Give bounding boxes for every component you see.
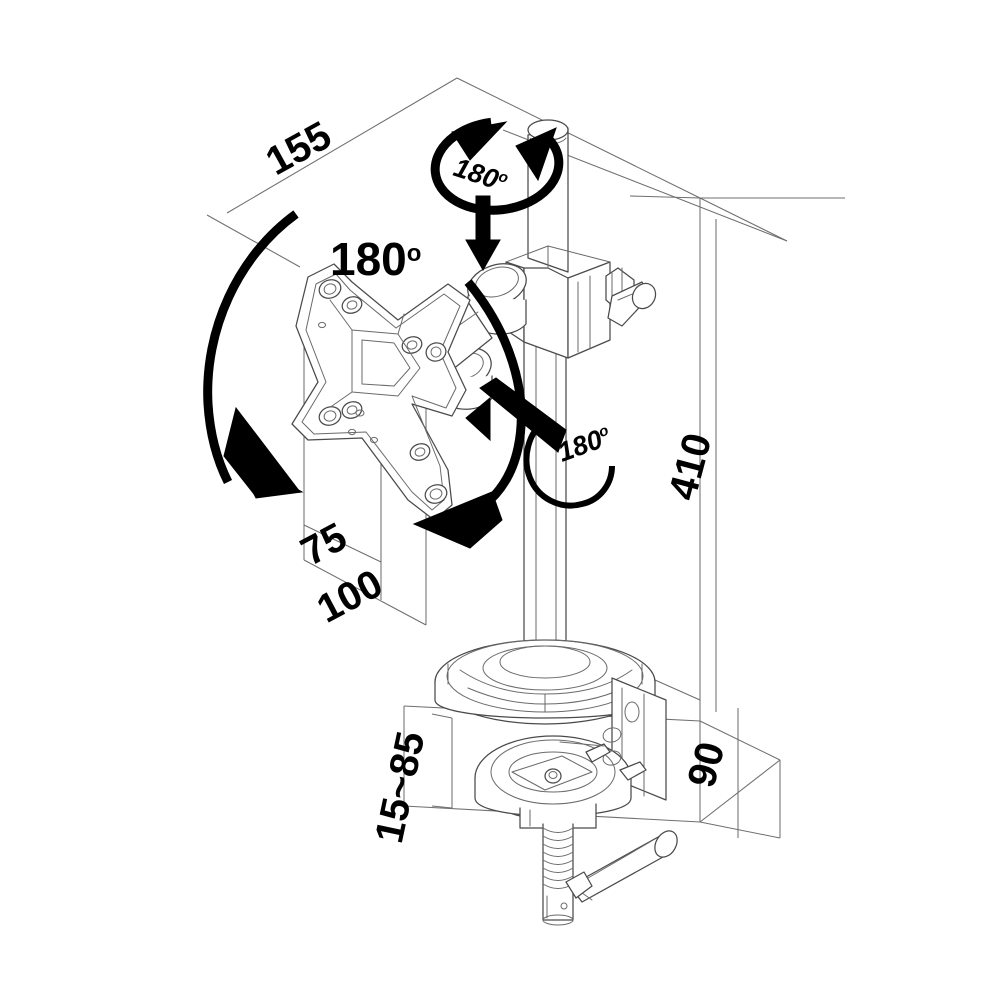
pole-base <box>434 639 656 725</box>
tilt-rotation-arc-lower <box>412 279 526 549</box>
tilt-rotation-arc <box>203 210 304 499</box>
arm-knob <box>605 267 657 327</box>
clamp-handle <box>565 830 678 903</box>
vesa-plate <box>291 263 471 521</box>
rotation-label-tilt: 180o <box>330 233 421 285</box>
arm-rotation-arc <box>465 377 615 509</box>
clamp-screw <box>542 823 574 926</box>
desk-clamp <box>474 677 667 829</box>
dimension-1585 <box>431 713 453 809</box>
dimension-155 <box>206 77 458 268</box>
desk-surface <box>403 77 845 839</box>
pole-rotation-indicator <box>430 117 564 272</box>
vesa-holes <box>318 279 448 504</box>
